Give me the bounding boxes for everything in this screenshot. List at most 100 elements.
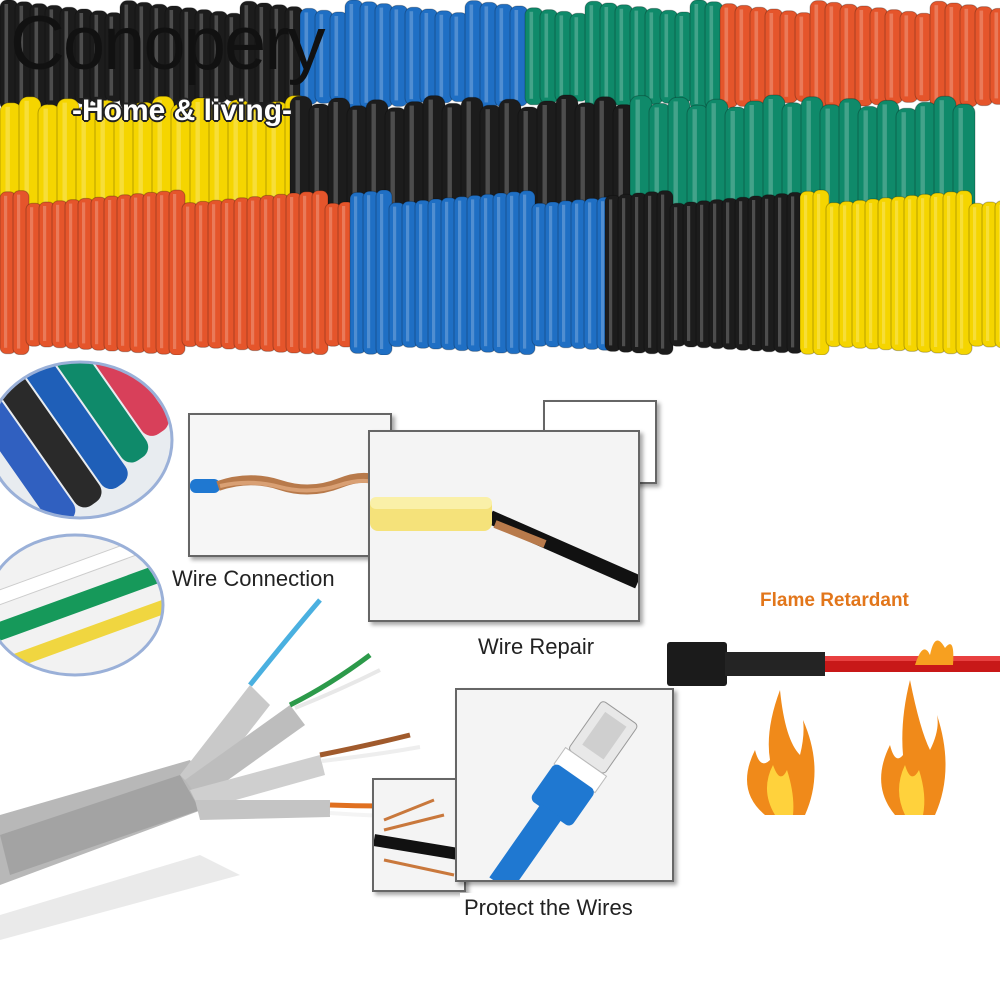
tube-highlight [504,103,509,217]
tube-highlight [49,9,54,101]
tube-highlight [394,9,399,101]
tube-highlight [921,198,925,347]
tube-highlight [769,13,774,98]
brand-watermark: Conopery [10,1,326,86]
tube-highlight [56,204,60,342]
tube-highlight [484,198,488,347]
tube-highlight [778,197,782,347]
tube-highlight [349,4,354,104]
brand-tagline: -Home & living- [72,94,293,127]
tube-highlight [108,200,112,345]
tube-highlight [251,200,255,345]
tube-highlight [173,194,177,349]
tube-highlight [314,108,319,213]
tube-highlight [934,197,938,347]
tube-highlight [687,206,691,341]
tube-highlight [874,11,879,99]
tube-highlight [138,106,143,215]
tube-highlight [139,6,144,103]
tube-highlight [724,7,729,102]
tube-highlight [529,11,534,99]
tube-ends-thumbnail [0,362,172,518]
tube-highlight [523,111,528,211]
tube-highlight [367,195,371,349]
tube-highlight [169,10,174,100]
tube-highlight [856,204,860,343]
tube-highlight [709,5,714,103]
tube-highlight [958,108,963,213]
tube-highlight [739,9,744,101]
tube-highlight [784,14,789,97]
tube-highlight [575,203,579,343]
tube-highlight [364,5,369,103]
tube-highlight [806,100,811,218]
tube-highlight [371,103,376,216]
tube-highlight [290,197,294,347]
tube-highlight [109,16,114,96]
tube-highlight [17,194,21,349]
tube-highlight [711,103,716,217]
tube-highlight [390,111,395,211]
tube-highlight [469,4,474,104]
tube-highlight [908,199,912,346]
tube-highlight [609,199,613,346]
tube-highlight [380,194,384,349]
tube-highlight [859,10,864,100]
tube-highlight [4,195,8,348]
tube-highlight [354,196,358,348]
tube-highlight [303,195,307,348]
tube-highlight [304,12,309,99]
tube-highlight [186,206,190,341]
tube-highlight [334,16,339,96]
tube-highlight [484,6,489,103]
copper-wires-image [374,780,464,890]
tube-highlight [199,13,204,98]
tube-highlight [252,111,257,211]
tube-highlight [119,112,124,211]
protect-wires-caption: Protect the Wires [460,893,637,923]
tube-highlight [661,194,665,349]
flame-retardant-image [667,640,1000,815]
tube-highlight [739,201,743,345]
tube-highlight [649,12,654,99]
tube-highlight [409,105,414,215]
thumbnail-circles [0,360,174,677]
tube-highlight [19,5,24,103]
tube-highlight [814,4,819,104]
tube-highlight [765,198,769,346]
tube-highlight [964,8,969,101]
wire-connection-panel [188,413,392,557]
tube-highlight [523,194,527,349]
tube-highlight [100,104,105,216]
tube-highlight [549,206,553,341]
tube-highlight [544,13,549,98]
tube-highlight [43,108,48,213]
tube-highlight [379,7,384,102]
tube-highlight [329,207,333,341]
tube-highlight [542,105,547,215]
tube-highlight [829,6,834,103]
tube-highlight [69,203,73,343]
tube-highlight [635,99,640,219]
tube-highlight [619,8,624,101]
tube-highlight [889,13,894,98]
tube-highlight [428,99,433,219]
tube-highlight [679,16,684,96]
tube-highlight [264,199,268,346]
tube-highlight [844,102,849,217]
tube-highlight [157,100,162,219]
tube-highlight [497,197,501,347]
tube-highlight [536,207,540,341]
tube-highlight [673,101,678,218]
tube-highlight [622,198,626,347]
tube-highlight [618,108,623,213]
tube-highlight [514,10,519,100]
tube-highlight [454,16,459,96]
tube-highlight [82,202,86,344]
tube-highlight [664,14,669,98]
tube-highlight [920,106,925,215]
tube-highlight [654,107,659,214]
printed-tubes-thumbnail [0,535,163,675]
charging-cable-image [457,690,672,880]
tube-highlight [692,109,697,213]
